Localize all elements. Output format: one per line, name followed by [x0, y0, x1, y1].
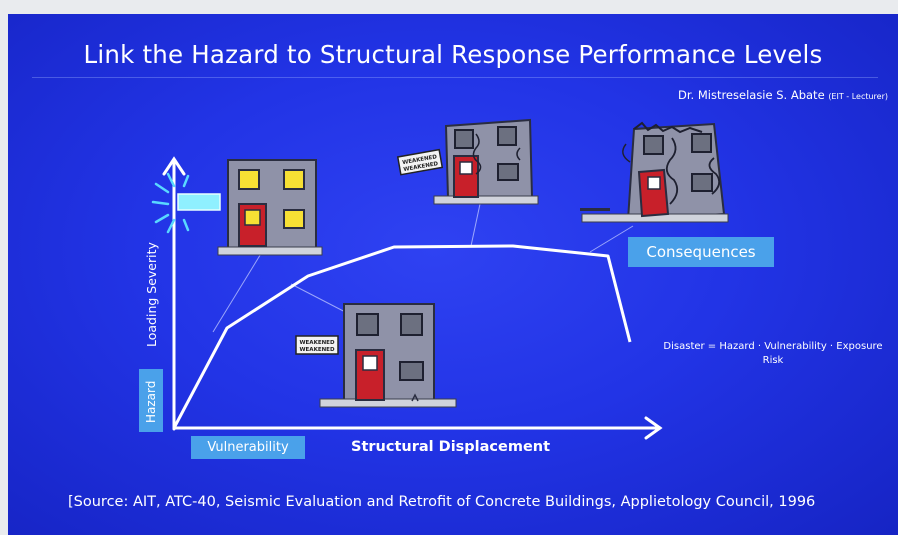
window-icon — [497, 126, 517, 146]
hazard-label: Hazard — [144, 380, 158, 423]
connector-line-collapse — [589, 225, 634, 253]
author-name: Dr. Mistreselasie S. Abate — [678, 88, 825, 102]
capacity-curve — [172, 244, 632, 429]
window-icon — [454, 129, 474, 149]
window-icon — [400, 313, 423, 336]
consequences-label-box: Consequences — [628, 237, 774, 267]
vulnerability-label-box: Vulnerability — [191, 436, 305, 459]
window-icon — [497, 163, 519, 181]
slide-title: Link the Hazard to Structural Response P… — [83, 40, 823, 69]
weakened-sign — [295, 335, 339, 355]
window-icon — [691, 173, 713, 192]
window-icon — [356, 313, 379, 336]
vulnerability-label: Vulnerability — [207, 440, 289, 455]
building-collapse — [580, 121, 729, 223]
crack-line — [622, 143, 631, 163]
y-axis-arrowhead — [162, 156, 186, 176]
author-credit: Dr. Mistreselasie S. Abate (EIT - Lectur… — [678, 88, 888, 102]
window-icon — [238, 169, 260, 190]
sign-text: WEAKENED — [299, 340, 334, 346]
building-damaged: WEAKENED WEAKENED — [396, 118, 539, 205]
weakened-sign — [396, 148, 444, 176]
hazard-label-box: Hazard — [139, 369, 163, 432]
window-icon — [283, 209, 305, 229]
x-axis-label: Structural Displacement — [351, 439, 551, 455]
debris — [580, 208, 610, 211]
formula-line-2: Risk — [762, 355, 784, 366]
window-icon — [643, 135, 664, 155]
hazard-glow — [151, 172, 190, 234]
diagram-canvas: WEAKENED WEAKENED WEAKENED WEAKENED — [151, 118, 729, 440]
crack-line — [633, 121, 703, 134]
window-icon — [691, 133, 712, 153]
building-weakened: WEAKENED WEAKENED — [295, 303, 457, 408]
y-axis-label: Loading Severity — [144, 242, 159, 347]
building-intact — [217, 159, 323, 256]
crack-line — [472, 133, 482, 175]
title-divider — [32, 77, 878, 78]
connector-line-weakened — [290, 283, 354, 317]
risk-formula: Disaster = Hazard · Vulnerability · Expo… — [648, 340, 898, 368]
x-axis-arrowhead — [644, 416, 663, 440]
crack-line — [665, 137, 679, 205]
source-citation: [Source: AIT, ATC-40, Seismic Evaluation… — [68, 494, 816, 510]
connector-line-intact — [212, 251, 263, 333]
connector-line-damaged — [470, 203, 481, 247]
window-icon — [399, 361, 424, 381]
consequences-label: Consequences — [646, 243, 756, 261]
author-note: (EIT - Lecturer) — [828, 92, 888, 101]
window-icon — [283, 169, 305, 190]
crack-line — [516, 147, 521, 161]
crack-line — [708, 157, 721, 195]
sign-text: WEAKENED — [299, 347, 334, 353]
slide: Link the Hazard to Structural Response P… — [8, 14, 898, 535]
formula-line-1: Disaster = Hazard · Vulnerability · Expo… — [663, 341, 883, 352]
hazard-glow-bar — [177, 193, 221, 211]
